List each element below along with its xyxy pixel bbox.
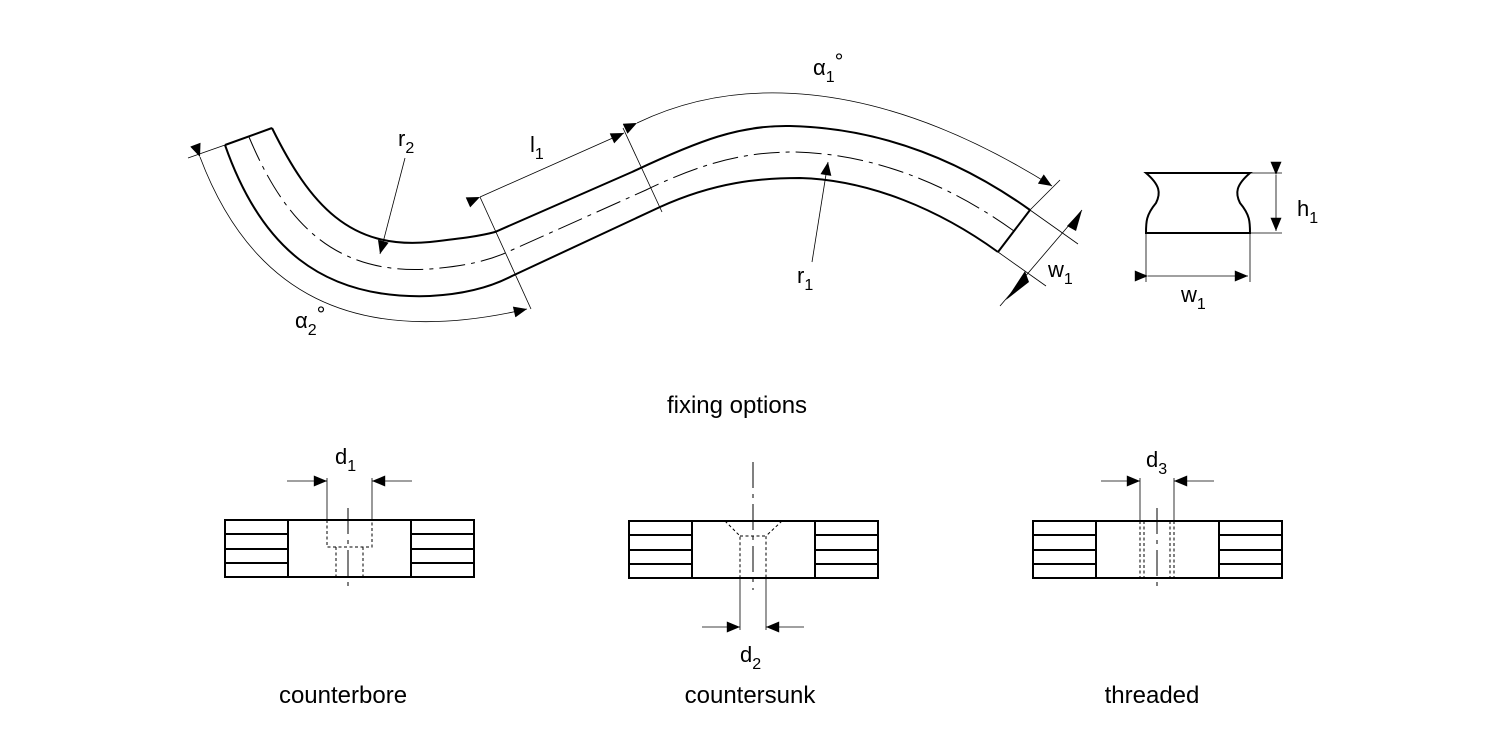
threaded-d3-label: d3 [1146, 447, 1167, 478]
w1-arrow-upper [1067, 210, 1082, 231]
countersunk-d2-label: d2 [740, 642, 761, 673]
alpha1-dimension-arc [622, 92, 1053, 187]
threaded-caption: threaded [1105, 682, 1200, 709]
section-w1-label: w1 [1180, 282, 1206, 313]
r1-label: r1 [797, 263, 813, 294]
w1-label: w1 [1047, 257, 1073, 288]
threaded-hidden-hole [1139, 521, 1175, 578]
cross-section-view: h1 w1 [1134, 161, 1318, 313]
alpha2-label: α2° [295, 302, 325, 339]
w1-extension-lower [997, 251, 1047, 287]
alpha1-label: α1° [813, 49, 843, 86]
track-centerline [248, 136, 1015, 270]
r2-label: r2 [398, 126, 414, 157]
section-profile [1143, 172, 1253, 234]
l1-label: l1 [530, 132, 544, 163]
alpha2-extension-line [187, 144, 226, 159]
w1-arrow-lower [1006, 271, 1029, 300]
track-upper-edge [271, 124, 1031, 244]
curved-track-view: α1° α2° l1 r2 r1 w1 [187, 49, 1083, 339]
countersunk-caption: countersunk [685, 682, 817, 709]
straight-end-line [622, 127, 663, 213]
straight-start-line [479, 196, 532, 310]
h1-label: h1 [1297, 196, 1318, 227]
threaded-detail: d3 threaded [1032, 447, 1283, 709]
counterbore-caption: counterbore [279, 682, 407, 709]
l1-dimension-line [465, 132, 625, 208]
r1-leader [811, 161, 832, 263]
counterbore-d1-label: d1 [335, 444, 356, 475]
fixing-options-title: fixing options [667, 392, 807, 419]
r2-leader [378, 157, 406, 255]
countersunk-detail: d2 countersunk [628, 462, 879, 709]
alpha1-extension-line [1029, 179, 1061, 211]
counterbore-detail: d1 counterbore [224, 444, 475, 709]
w1-extension-upper [1029, 209, 1079, 245]
track-end-left [224, 127, 273, 146]
alpha2-dimension-arc [190, 142, 528, 323]
counterbore-hidden-hole [326, 520, 373, 577]
